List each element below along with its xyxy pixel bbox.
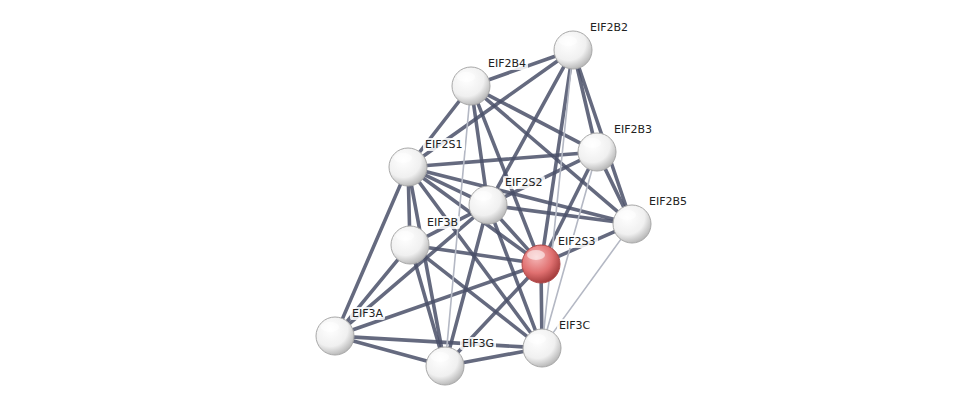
protein-node: EIF2B4 [451, 66, 491, 106]
interaction-edge [354, 337, 523, 347]
node-circle [468, 185, 508, 225]
protein-node: EIF3G [425, 346, 465, 386]
protein-node: EIF2B2 [553, 30, 593, 70]
node-circle [577, 132, 617, 172]
interaction-edge [415, 263, 439, 347]
protein-node: EIF2B3 [577, 132, 617, 172]
node-sphere [391, 226, 429, 264]
sphere-highlight [559, 36, 577, 46]
node-circle [553, 30, 593, 70]
protein-node: EIF3C [522, 328, 562, 368]
protein-node: EIF3B [390, 225, 430, 265]
node-circle [315, 316, 355, 356]
interaction-edge [427, 154, 578, 166]
protein-node: EIF2S2 [468, 185, 508, 225]
sphere-highlight [583, 138, 601, 148]
node-circle [522, 328, 562, 368]
interaction-edge [353, 341, 426, 361]
node-sphere [389, 148, 427, 186]
node-label: EIF3B [425, 216, 460, 229]
node-sphere [522, 245, 560, 283]
node-label: EIF2B5 [647, 195, 689, 208]
protein-node: EIF2S3 [521, 244, 561, 284]
interaction-edge [507, 208, 613, 222]
interaction-edge [605, 169, 623, 207]
node-label: EIF2B2 [588, 21, 630, 34]
node-sphere [578, 133, 616, 171]
node-circle [521, 244, 561, 284]
node-label: EIF2S2 [503, 176, 545, 189]
node-label: EIF2B4 [486, 57, 528, 70]
protein-node: EIF2S1 [388, 147, 428, 187]
node-label: EIF3C [557, 319, 592, 332]
node-label: EIF3G [460, 337, 496, 350]
node-circle [388, 147, 428, 187]
node-circle [390, 225, 430, 265]
interaction-edge [353, 270, 523, 329]
sphere-highlight [394, 153, 412, 163]
node-label: EIF2S1 [423, 138, 465, 151]
interaction-edge [423, 178, 525, 253]
node-label: EIF2B3 [612, 123, 654, 136]
protein-node: EIF2B5 [612, 204, 652, 244]
node-sphere [523, 329, 561, 367]
node-sphere [316, 317, 354, 355]
interaction-edge [425, 257, 527, 337]
sphere-highlight [528, 334, 546, 344]
interaction-edge [409, 186, 410, 226]
interaction-edge [553, 239, 621, 332]
node-sphere [426, 347, 464, 385]
interaction-edge [464, 352, 524, 363]
node-label: EIF3A [350, 307, 385, 320]
node-label: EIF2S3 [556, 235, 598, 248]
sphere-highlight [527, 250, 545, 260]
sphere-highlight [396, 231, 414, 241]
node-sphere [613, 205, 651, 243]
sphere-highlight [431, 352, 449, 362]
protein-node: EIF3A [315, 316, 355, 356]
sphere-highlight [457, 72, 475, 82]
node-circle [425, 346, 465, 386]
node-sphere [554, 31, 592, 69]
node-sphere [469, 186, 507, 224]
interaction-edge [429, 248, 522, 262]
node-circle [451, 66, 491, 106]
interaction-edge [539, 283, 543, 329]
node-sphere [452, 67, 490, 105]
sphere-highlight [618, 210, 636, 220]
node-circle [612, 204, 652, 244]
sphere-highlight [474, 191, 492, 201]
sphere-highlight [321, 322, 339, 332]
interaction-edge [347, 260, 398, 322]
